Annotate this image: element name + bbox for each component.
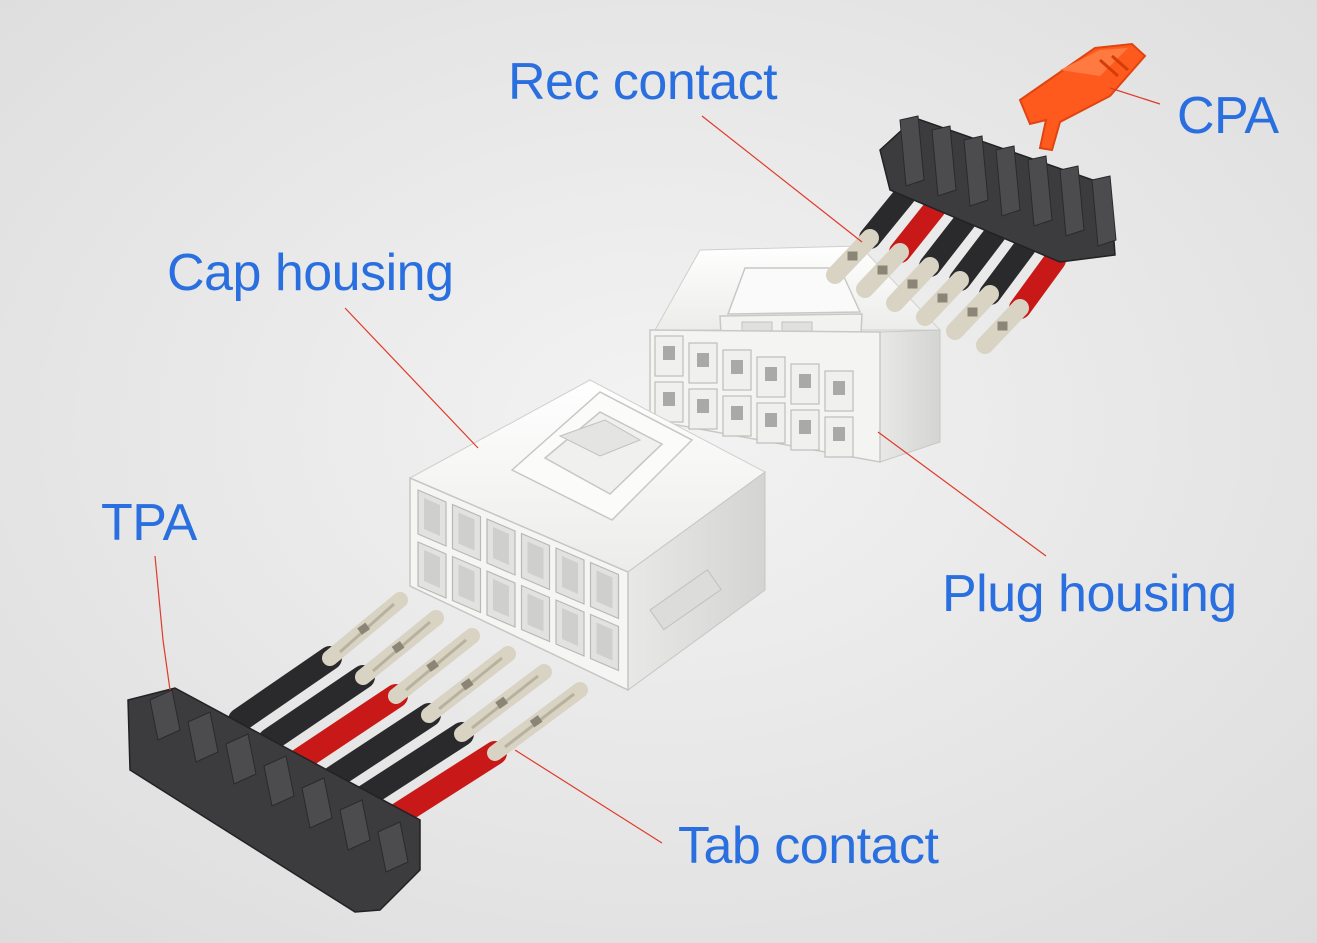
leader-line-rec-contact [701,115,863,243]
tab-contact-wire [228,646,342,732]
plug-cavity-hole [799,374,811,388]
tpa-left-comb [127,687,421,913]
leader-lines [154,87,1161,844]
cap-cavity-inner [527,541,544,580]
cap-cavity-inner [493,527,509,565]
leader-line-tpa [154,555,171,691]
cap-cavity-inner [527,593,544,632]
plug-cavity-hole [663,346,675,360]
label-rec-contact: Rec contact [508,53,778,111]
tab-contact-wire [288,684,408,772]
rec-contact-wire [1009,249,1066,319]
plug-cavity-hole [765,367,777,381]
tab-contact-window [426,659,439,672]
plug-cavity-hole [833,381,845,395]
cap-cavity-inner [596,622,613,661]
cap-housing [408,379,766,692]
tpa-right-tooth [1059,165,1085,237]
cap-cavity-inner [424,498,440,536]
plug-cavity-hole [833,427,845,441]
label-tab-contact: Tab contact [678,817,939,875]
tab-contact-wire [348,722,474,812]
leader-line-cap-housing [344,307,479,449]
cap-cavity-inner [424,550,440,588]
plug-housing-cavities [654,335,854,458]
plug-cavity-hole [799,420,811,434]
plug-cavity-hole [697,353,709,367]
cpa-clip [1018,42,1147,152]
plug-cavity [824,416,854,458]
rec-contact-window [847,251,858,261]
rec-contacts [826,184,1066,354]
leader-line-tab-contact [514,749,663,844]
tab-contact-wire [318,703,441,792]
tab-contact-wire [258,665,375,752]
rec-contact-window [967,307,978,317]
rec-contact-wire [859,184,916,249]
cap-cavity-inner [562,608,578,646]
plug-cavity-hole [765,413,777,427]
plug-cavity-hole [663,392,675,406]
tab-contact-wire [378,741,507,832]
tab-contact-window [357,622,370,635]
tpa-right-tooth [1027,155,1053,227]
label-cap-housing: Cap housing [167,244,454,302]
cap-cavity-inner [458,564,475,603]
tpa-left-tooth [339,799,371,851]
tab-contacts [228,592,588,832]
tpa-right-tooth [995,145,1021,217]
tpa-right-tooth [963,135,989,207]
tab-contact-window [391,641,405,654]
tab-contact-window [495,696,508,709]
tpa-right-tooth [931,125,957,197]
plug-cavity-hole [731,360,743,374]
leader-line-plug-housing [877,431,1047,557]
tpa-right-tooth [1091,175,1117,247]
cap-cavity-inner [458,512,475,551]
tpa-left-tooth [377,821,409,873]
rec-contact-wire [889,197,946,263]
tab-contact-window [460,678,474,691]
rec-contact-window [877,265,888,275]
cap-cavity-inner [596,570,613,609]
cap-housing-cavities [417,489,620,672]
cap-cavity-inner [493,579,509,617]
plug-cavity-hole [731,406,743,420]
tab-contact-window [529,715,543,728]
label-tpa: TPA [101,494,197,552]
plug-cavity [654,381,684,423]
rec-contact-window [907,279,918,289]
leader-line-cpa [1109,87,1161,105]
rec-contact-wire [949,223,1006,291]
cap-cavity-inner [562,556,578,594]
rec-contact-window [997,321,1008,331]
label-cpa: CPA [1177,87,1279,145]
tpa-left-tooth [187,711,219,763]
rec-contact-window [937,293,948,303]
tpa-right-comb [879,115,1117,263]
rec-contact-wire [919,210,976,277]
tpa-left-tooth [301,777,333,829]
tpa-left-tooth [225,733,257,785]
rec-contact-wire [979,236,1036,305]
tpa-right-tooth [899,115,925,187]
label-plug-housing: Plug housing [942,565,1237,623]
tpa-left-tooth [263,755,295,807]
tpa-left-tooth [149,689,181,741]
plug-cavity [722,349,752,391]
plug-cavity-hole [697,399,709,413]
